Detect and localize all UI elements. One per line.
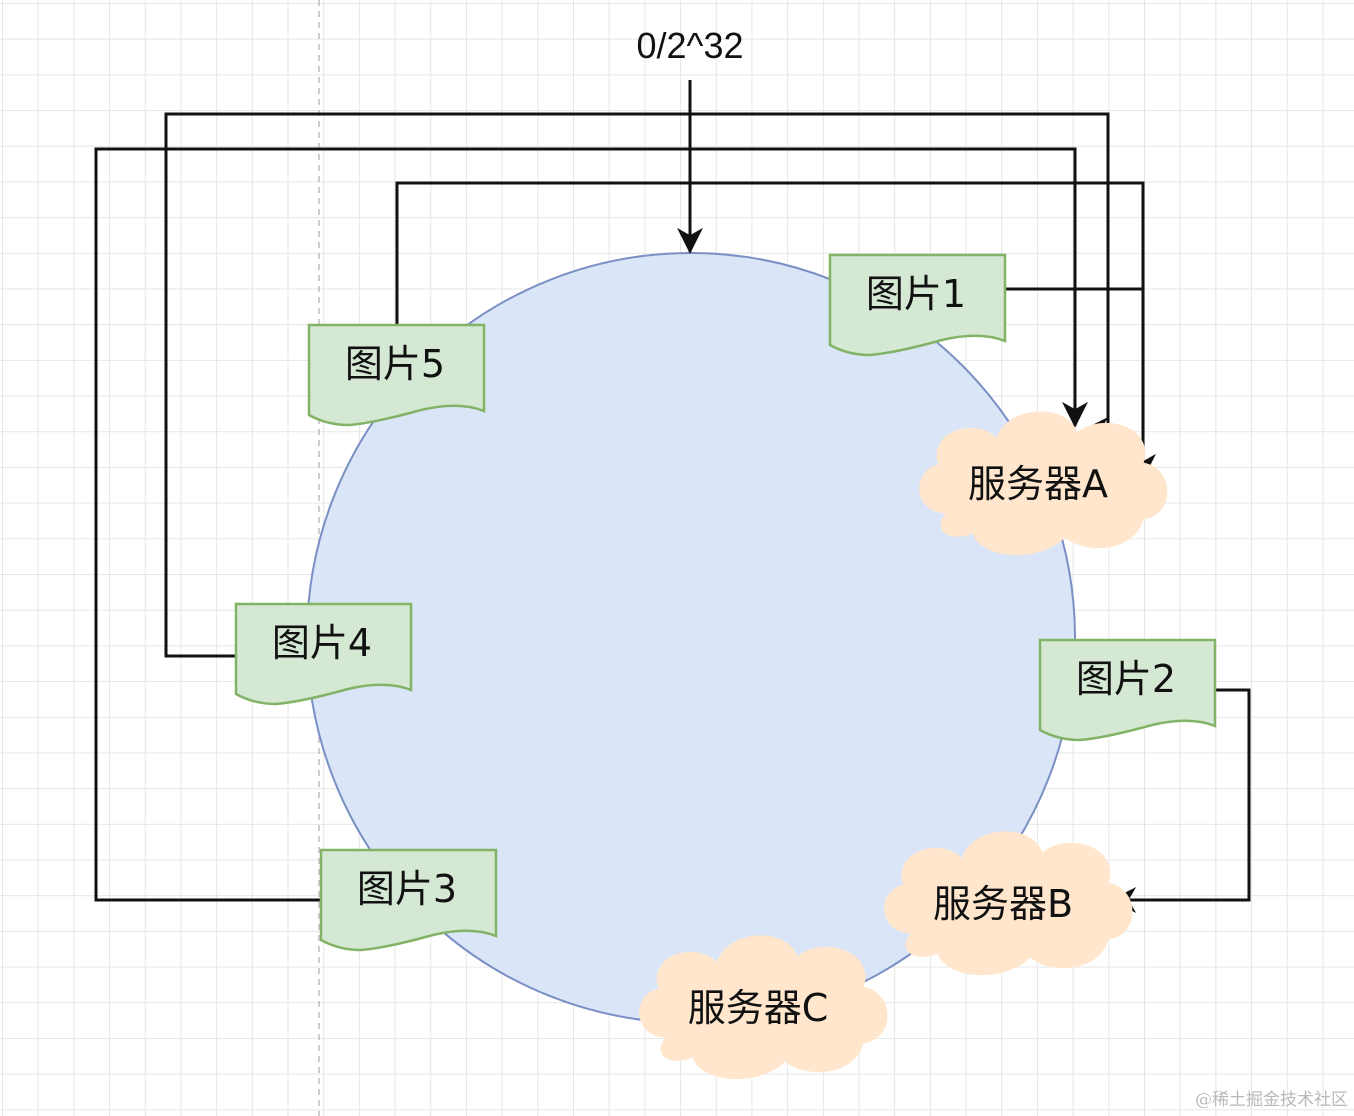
doc-img2-label: 图片2 xyxy=(1076,657,1176,701)
cloud-srvA[interactable]: 服务器A xyxy=(919,411,1168,555)
connector-img5-srvA xyxy=(395,181,1156,480)
doc-img1-label: 图片1 xyxy=(866,272,966,316)
doc-img5-label: 图片5 xyxy=(345,342,445,386)
connectors xyxy=(94,80,1251,913)
doc-img4[interactable]: 图片4 xyxy=(234,602,413,706)
cloud-srvB[interactable]: 服务器B xyxy=(884,831,1133,975)
watermark: @稀土掘金技术社区 xyxy=(1195,1090,1348,1110)
doc-img3[interactable]: 图片3 xyxy=(319,848,498,952)
doc-img1[interactable]: 图片1 xyxy=(828,253,1007,357)
doc-img3-label: 图片3 xyxy=(357,867,457,911)
doc-img5[interactable]: 图片5 xyxy=(307,323,486,427)
connector-img2-srvB xyxy=(1110,688,1251,913)
srvB-label: 服务器B xyxy=(933,882,1073,926)
cloud-srvC[interactable]: 服务器C xyxy=(639,935,888,1079)
doc-img2[interactable]: 图片2 xyxy=(1038,638,1217,742)
top-label: 0/2^32 xyxy=(637,25,744,66)
connector-img3-srvA xyxy=(94,147,1088,902)
srvC-label: 服务器C xyxy=(688,986,829,1030)
srvA-label: 服务器A xyxy=(968,462,1108,506)
doc-img4-label: 图片4 xyxy=(272,621,372,665)
